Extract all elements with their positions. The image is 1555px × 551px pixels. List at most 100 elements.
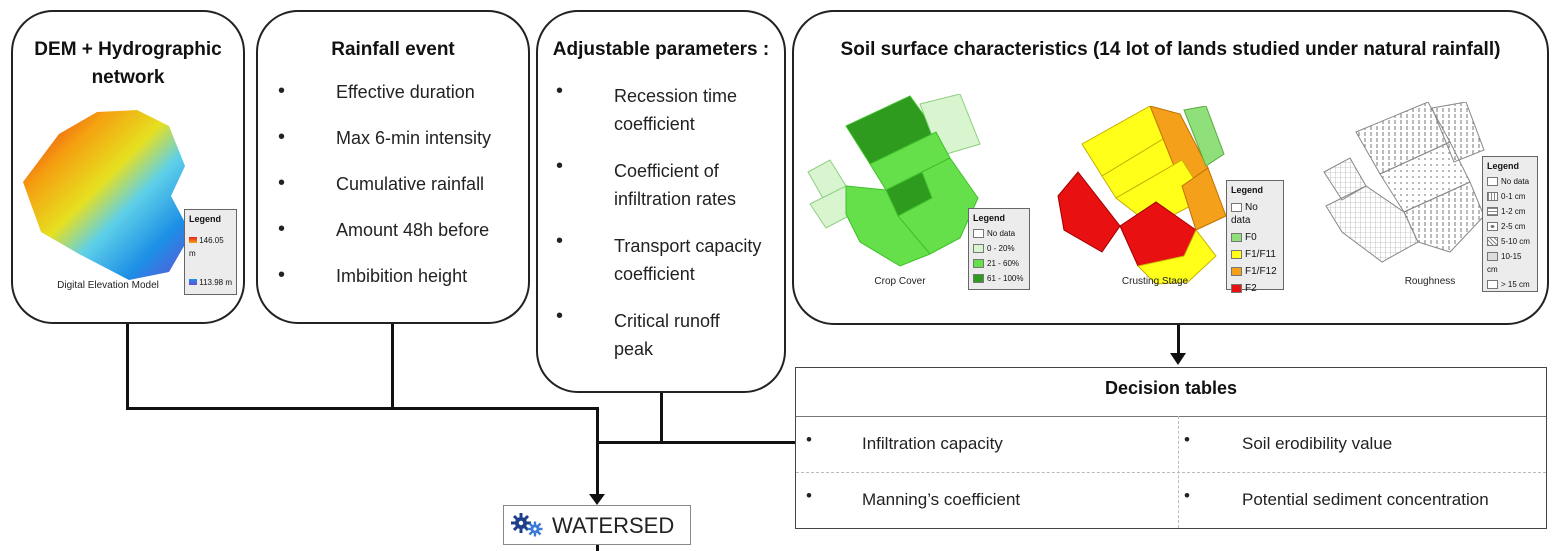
legend-title: Legend <box>973 213 1006 223</box>
decision-cell-infiltration: Infiltration capacity <box>862 434 1003 453</box>
rainfall-title: Rainfall event <box>331 39 455 60</box>
legend-entry: F0 <box>1231 231 1279 244</box>
bullet: • <box>278 80 286 102</box>
legend-label: > 15 cm <box>1501 280 1530 289</box>
legend-swatch <box>1487 207 1498 217</box>
roughness-caption: Roughness <box>1404 276 1456 287</box>
rainfall-list: •Effective duration•Max 6-min intensity•… <box>278 80 523 310</box>
gears-icon <box>511 513 543 537</box>
rainfall-box: Rainfall event • Effective duration •Max 6… <box>256 10 530 324</box>
legend-swatch <box>1487 280 1498 290</box>
legend-label: 10-15 cm <box>1487 252 1522 274</box>
rainfall-item: •Max 6-min intensity <box>278 126 523 172</box>
rainfall-item: • Imbibition height <box>278 264 523 310</box>
legend-swatch <box>973 244 984 254</box>
legend-title: Legend <box>1487 161 1520 171</box>
crusting-stage-map <box>1057 106 1227 285</box>
adjustable-title: Adjustable parameters : <box>552 39 770 60</box>
decision-mid-divider <box>796 472 1546 473</box>
dem-box: DEM + Hydrographic network Digital Eleva… <box>11 10 245 324</box>
connector-adjustable-down <box>660 393 663 443</box>
legend-entry: 21 - 60% <box>973 257 1025 270</box>
legend-swatch <box>973 274 984 284</box>
dem-legend-min-swatch <box>189 279 197 285</box>
legend-label: 21 - 60% <box>987 259 1020 268</box>
bullet: • <box>556 155 564 177</box>
crop-cover-legend: Legend No data 0 - 20% 21 - 60% 61 - 100% <box>968 208 1030 290</box>
soil-title: Soil surface characteristics (14 lot of … <box>840 39 1501 60</box>
legend-swatch <box>1487 192 1498 202</box>
connector-horizontal-bottom <box>596 441 796 444</box>
decision-col-divider <box>1178 416 1179 528</box>
legend-entry: F1/F11 <box>1231 248 1279 261</box>
connector-horizontal-top <box>126 407 599 410</box>
decision-bullet-4: • <box>1184 486 1190 505</box>
legend-label: F2 <box>1245 283 1257 294</box>
legend-label: 2-5 cm <box>1501 222 1526 231</box>
legend-entry: 5-10 cm <box>1487 235 1533 248</box>
decision-tables: Decision tables • Infiltration capacity … <box>795 367 1547 529</box>
bullet: • <box>278 264 286 286</box>
legend-swatch <box>1487 237 1498 247</box>
rainfall-item-label: Imbibition height <box>336 266 468 286</box>
rainfall-item: •Amount 48h before <box>278 218 523 264</box>
rainfall-item-label: Effective duration <box>336 82 475 102</box>
legend-entry: F2 <box>1231 282 1279 295</box>
legend-swatch <box>1231 266 1242 276</box>
legend-entry: 10-15 cm <box>1487 250 1533 276</box>
legend-label: No data <box>1231 202 1258 226</box>
rainfall-item: •Cumulative rainfall <box>278 172 523 218</box>
watersed-label: WATERSED <box>552 513 675 538</box>
roughness-legend: Legend No data 0-1 cm 1-2 cm 2-5 cm 5-10 cm 10… <box>1482 156 1538 292</box>
decision-bullet-2: • <box>1184 430 1190 449</box>
legend-label: F1/F11 <box>1245 249 1276 260</box>
legend-entry: 1-2 cm <box>1487 205 1533 218</box>
bullet: • <box>278 172 286 194</box>
legend-label: No data <box>1501 177 1530 186</box>
legend-swatch <box>1487 252 1498 262</box>
crusting-stage-caption: Crusting Stage <box>1121 276 1189 287</box>
legend-label: 5-10 cm <box>1501 237 1530 246</box>
legend-label: 61 - 100% <box>987 274 1024 283</box>
decision-bullet-3: • <box>806 486 812 505</box>
dem-legend: Legend 146.05 m 113.98 m <box>184 209 237 295</box>
legend-swatch <box>1231 202 1242 212</box>
dem-title-line2: network <box>91 67 165 88</box>
legend-label: 0 - 20% <box>987 244 1015 253</box>
crop-cover-caption: Crop Cover <box>874 276 926 287</box>
legend-swatch <box>1231 249 1242 259</box>
decision-top-divider <box>796 416 1546 417</box>
legend-title: Legend <box>1231 185 1264 195</box>
legend-entry: F1/F12 <box>1231 265 1279 278</box>
legend-entry: 0-1 cm <box>1487 190 1533 203</box>
dem-caption: Digital Elevation Model <box>57 280 159 291</box>
legend-label: 0-1 cm <box>1501 192 1526 201</box>
legend-label: 1-2 cm <box>1501 207 1526 216</box>
bullet: • <box>556 80 564 102</box>
dem-legend-max-swatch <box>189 237 197 243</box>
legend-swatch <box>973 259 984 269</box>
bullet: • <box>556 230 564 252</box>
legend-entry: > 15 cm <box>1487 278 1533 291</box>
rainfall-item: • Effective duration <box>278 80 523 126</box>
dem-legend-min: 113.98 m <box>199 278 232 287</box>
legend-entry: 61 - 100% <box>973 272 1025 285</box>
connector-dem-down <box>126 324 129 410</box>
legend-entry: 2-5 cm <box>1487 220 1533 233</box>
legend-label: No data <box>987 229 1016 238</box>
decision-bullet-1: • <box>806 430 812 449</box>
rainfall-item-label: Amount 48h before <box>336 220 490 240</box>
arrow-to-watersed <box>589 494 605 505</box>
decision-cell-sediment: Potential sediment concentration <box>1242 490 1489 509</box>
